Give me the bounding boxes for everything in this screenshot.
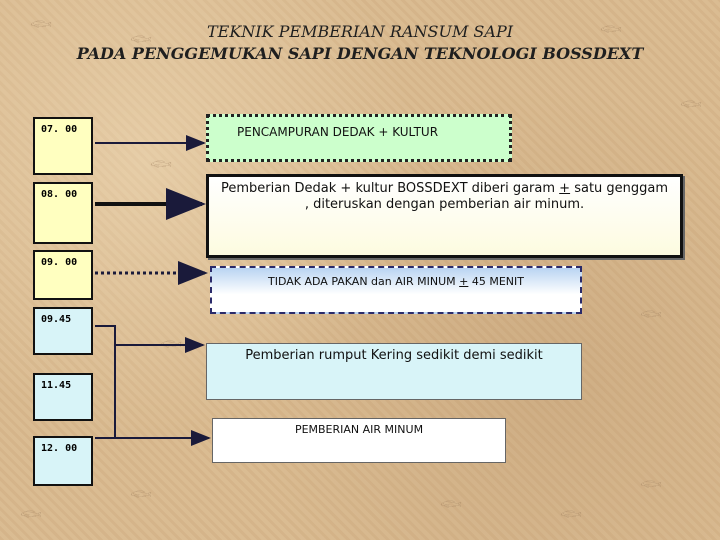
plus-minus-symbol: + bbox=[559, 181, 571, 196]
time-box-0700: 07. 00 bbox=[33, 117, 93, 175]
activity-box-air-minum: PEMBERIAN AIR MINUM bbox=[212, 418, 506, 463]
title-line-1: TEKNIK PEMBERIAN RANSUM SAPI bbox=[206, 22, 514, 41]
title-line-2: PADA PENGGEMUKAN SAPI DENGAN TEKNOLOGI B… bbox=[76, 44, 644, 63]
fish-icon: 𓆟 bbox=[30, 15, 52, 34]
time-box-0900: 09. 00 bbox=[33, 250, 93, 300]
fish-icon: 𓆟 bbox=[20, 505, 42, 524]
fish-icon: 𓆟 bbox=[600, 20, 622, 39]
activity-box-pencampuran: PENCAMPURAN DEDAK + KULTUR bbox=[206, 114, 512, 162]
time-box-0945: 09.45 bbox=[33, 307, 93, 355]
time-box-1200: 12. 00 bbox=[33, 436, 93, 486]
activity-text: Pemberian Dedak + kultur BOSSDEXT diberi… bbox=[220, 181, 560, 196]
plus-minus-symbol: + bbox=[459, 275, 469, 288]
fish-icon: 𓆟 bbox=[130, 485, 152, 504]
time-box-1145: 11.45 bbox=[33, 373, 93, 421]
fish-icon: 𓆟 bbox=[680, 95, 702, 114]
fish-icon: 𓆟 bbox=[640, 305, 662, 324]
activity-box-rumput-kering: Pemberian rumput Kering sedikit demi sed… bbox=[206, 343, 582, 400]
fish-icon: 𓆟 bbox=[560, 505, 582, 524]
activity-box-tidak-ada-pakan: TIDAK ADA PAKAN dan AIR MINUM + 45 MENIT bbox=[210, 266, 582, 314]
fish-icon: 𓆟 bbox=[440, 495, 462, 514]
activity-box-pemberian-dedak: Pemberian Dedak + kultur BOSSDEXT diberi… bbox=[206, 174, 683, 258]
activity-text: 45 MENIT bbox=[468, 275, 524, 288]
fish-icon: 𓆟 bbox=[130, 30, 152, 49]
activity-text: TIDAK ADA PAKAN dan AIR MINUM bbox=[268, 275, 460, 288]
fish-icon: 𓆟 bbox=[640, 475, 662, 494]
activity-text: satu genggam , diteruskan dengan pemberi… bbox=[304, 181, 669, 212]
time-box-0800: 08. 00 bbox=[33, 182, 93, 244]
connector-0945-1200 bbox=[95, 325, 116, 439]
fish-icon: 𓆟 bbox=[150, 155, 172, 174]
